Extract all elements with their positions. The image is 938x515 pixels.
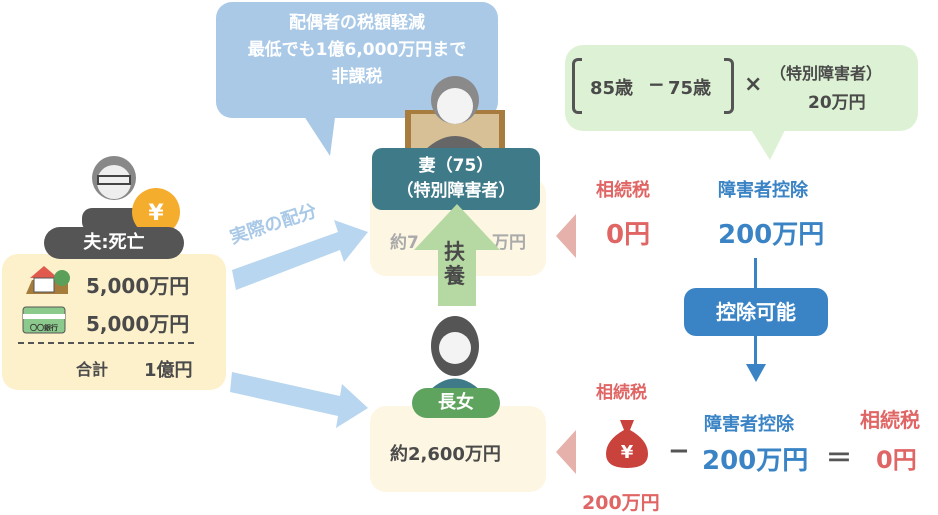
bubble-tail <box>300 110 336 156</box>
deductible-badge: 控除可能 <box>684 288 828 336</box>
wife-deduction-label: 障害者控除 <box>718 180 808 201</box>
bracket-right <box>724 58 734 114</box>
husband-avatar-icon: ¥ <box>82 156 180 232</box>
divider <box>18 342 194 344</box>
bubble-line3: 非課税 <box>331 67 383 87</box>
support-label: 扶養 <box>444 240 465 288</box>
formula-age-b: 75歳 <box>668 78 712 99</box>
daughter-deduction-label: 障害者控除 <box>704 414 794 435</box>
spouse-deduction-bubble: 配偶者の税額軽減 最低でも1億6,000万円まで 非課税 <box>216 2 498 118</box>
total-amount: 1億円 <box>144 360 193 381</box>
wife-avatar-icon <box>405 76 505 150</box>
daughter-avatar-icon <box>428 316 482 392</box>
formula-label: （特別障害者） <box>770 64 883 83</box>
result-tax-label: 相続税 <box>860 408 920 432</box>
formula-bubble-tail <box>750 128 786 160</box>
pointer-arrow <box>556 430 576 474</box>
wife-tax-value: 0円 <box>606 220 651 250</box>
wife-amount-suffix: 万円 <box>492 233 526 253</box>
real-estate-amount: 5,000万円 <box>86 274 190 298</box>
wife-tax-label: 相続税 <box>596 180 650 201</box>
formula-bubble <box>565 45 918 131</box>
svg-text:〇〇銀行: 〇〇銀行 <box>30 323 58 332</box>
daughter-deduction-value: 200万円 <box>702 446 809 476</box>
total-label: 合計 <box>76 360 109 379</box>
formula-amount: 20万円 <box>808 93 866 113</box>
allocation-arrows <box>230 220 368 428</box>
daughter-tax-amount: 200万円 <box>582 492 660 514</box>
bubble-line1: 配偶者の税額軽減 <box>289 13 425 33</box>
bubble-line2: 最低でも1億6,000万円まで <box>247 40 467 60</box>
money-bag-icon: ¥ <box>606 420 648 468</box>
daughter-amount: 約2,600万円 <box>390 444 501 465</box>
bracket-left <box>572 58 582 114</box>
daughter-box <box>370 406 546 492</box>
wife-label: 妻（75） （特別障害者） <box>372 148 540 210</box>
daughter-tax-label: 相続税 <box>596 383 647 403</box>
house-icon <box>26 266 70 294</box>
bank-amount: 5,000万円 <box>86 312 190 336</box>
arrow-down-icon <box>746 364 766 382</box>
wife-subtitle: （特別障害者） <box>396 181 516 201</box>
support-arrow-icon <box>414 204 500 306</box>
pointer-arrow <box>556 214 576 258</box>
equals-sign: ＝ <box>826 444 853 474</box>
svg-text:¥: ¥ <box>621 442 634 463</box>
daughter-badge: 長女 <box>412 388 500 418</box>
minus-sign: − <box>668 436 690 466</box>
formula-age-a: 85歳 <box>590 78 634 99</box>
wife-deduction-value: 200万円 <box>718 220 825 250</box>
money-bag-yen: ¥ <box>148 201 164 226</box>
formula-times: × <box>744 72 763 97</box>
wife-title: 妻（75） <box>418 156 494 176</box>
husband-badge: 夫:死亡 <box>44 227 184 259</box>
bank-card-icon: 〇〇銀行 <box>22 306 66 334</box>
result-tax-value: 0円 <box>876 446 917 474</box>
wife-amount-prefix: 約7 <box>390 233 419 253</box>
formula-minus: − <box>648 72 665 96</box>
